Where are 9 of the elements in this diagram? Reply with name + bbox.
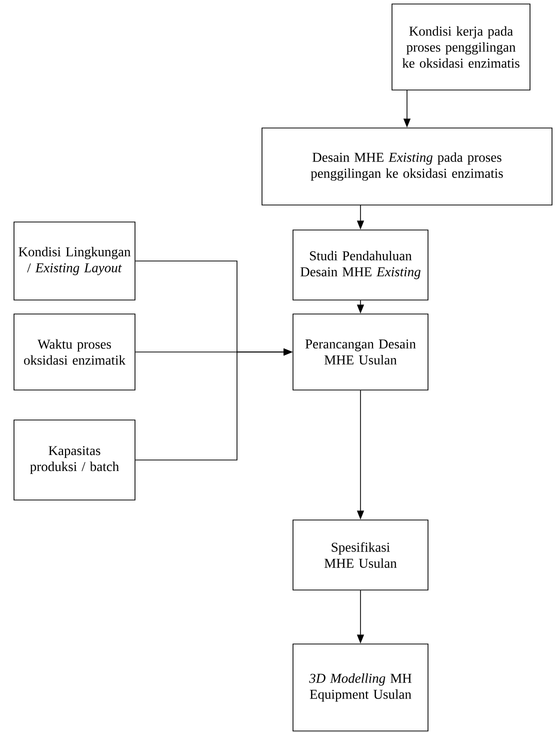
process-box: Kondisi kerja pada proses penggilingan ke oksidasi enzimatis [392, 4, 530, 90]
process-box: Perancangan Desain MHE Usulan [292, 314, 428, 390]
process-box: Spesifikasi MHE Usulan [292, 520, 428, 590]
process-box: 3D Modelling MH Equipment Usulan [292, 644, 428, 732]
process-box: Kapasitas produksi / batch [14, 420, 136, 500]
process-box: Desain MHE Existing pada proses penggilingan ke oksidasi enzimatis [262, 128, 552, 206]
process-box: Waktu proses oksidasi enzimatik [14, 314, 136, 390]
process-box: Studi Pendahuluan Desain MHE Existing [292, 230, 428, 300]
process-box: Kondisi Lingkungan / Existing Layout [14, 222, 136, 300]
